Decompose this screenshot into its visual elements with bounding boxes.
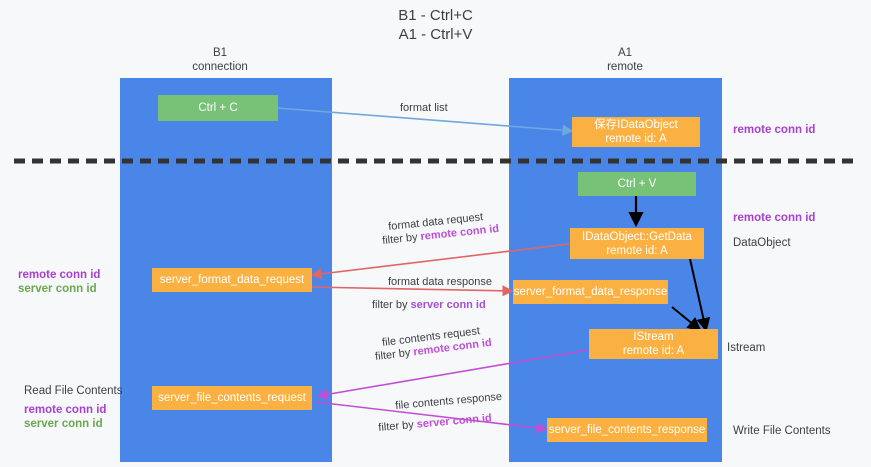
box-server-format-data-response-label: server_format_data_response [513,286,668,298]
filter-prefix: filter by [372,299,411,311]
side-label-left-server-conn-id-2: server conn id [24,418,103,430]
lane-header-b1-name: B1 [212,47,228,59]
box-getdata-line-1: IDataObject::GetData [582,230,692,243]
edge-label-format-data-response: format data response [388,276,492,288]
filter-prefix: filter by [374,346,415,364]
diagram-title-line-1: B1 - Ctrl+C [398,7,473,24]
edge-label-file-contents-response-filter: filter by server conn id [378,411,493,435]
box-istream-line-1: IStream [633,331,674,343]
box-idataobject-line-2: remote id: A [605,133,667,145]
side-label-dataobject: DataObject [733,237,791,249]
box-istream-line-2: remote id: A [622,345,685,357]
box-idataobject-getdata[interactable]: IDataObject::GetData remote id: A [570,228,704,259]
side-label-istream: Istream [727,342,766,354]
diagram-title: B1 - Ctrl+C A1 - Ctrl+V [0,6,871,44]
filter-prefix: filter by [381,231,422,248]
box-server-format-data-request[interactable]: server_format_data_request [152,268,312,292]
box-idataobject-line-1: 保存IDataObject [594,119,678,131]
lane-header-b1-sub: connection [192,61,248,73]
box-ctrl-c[interactable]: Ctrl + C [158,95,278,121]
side-label-remote-conn-id-top: remote conn id [733,124,816,136]
diagram-title-line-2: A1 - Ctrl+V [398,26,473,43]
filter-value-server-conn-id: server conn id [416,412,493,431]
side-label-write-file-contents: Write File Contents [733,425,831,437]
edge-label-file-contents-response: file contents response [394,390,503,413]
filter-prefix: filter by [377,418,418,435]
box-getdata-line-2: remote id: A [606,244,668,257]
box-istream[interactable]: IStream remote id: A [589,329,718,359]
side-label-remote-conn-id-mid: remote conn id [733,212,816,224]
side-label-left-remote-conn-id-2: remote conn id [24,404,107,416]
box-server-file-contents-response[interactable]: server_file_contents_response [547,418,707,442]
box-server-file-contents-request-label: server_file_contents_request [158,392,306,404]
box-server-format-data-request-label: server_format_data_request [159,274,305,286]
edge-label-format-data-response-filter: filter by server conn id [372,298,486,312]
box-idataobject[interactable]: 保存IDataObject remote id: A [572,117,700,147]
lane-header-b1: B1 connection [140,46,300,74]
side-label-left-server-conn-id: server conn id [18,283,97,295]
side-label-left-remote-conn-id: remote conn id [18,269,101,281]
lane-header-a1: A1 remote [545,46,705,74]
lane-header-a1-name: A1 [617,47,633,59]
side-label-read-file-contents: Read File Contents [24,385,123,397]
box-ctrl-v-label: Ctrl + V [617,178,657,190]
box-server-file-contents-request[interactable]: server_file_contents_request [152,386,312,410]
lane-header-a1-sub: remote [607,61,643,73]
edge-label-format-list: format list [400,102,448,114]
box-ctrl-c-label: Ctrl + C [198,102,238,114]
box-server-format-data-response[interactable]: server_format_data_response [513,280,668,304]
box-server-file-contents-response-label: server_file_contents_response [548,424,706,436]
box-ctrl-v[interactable]: Ctrl + V [578,172,696,196]
filter-value-server-conn-id: server conn id [410,299,486,311]
